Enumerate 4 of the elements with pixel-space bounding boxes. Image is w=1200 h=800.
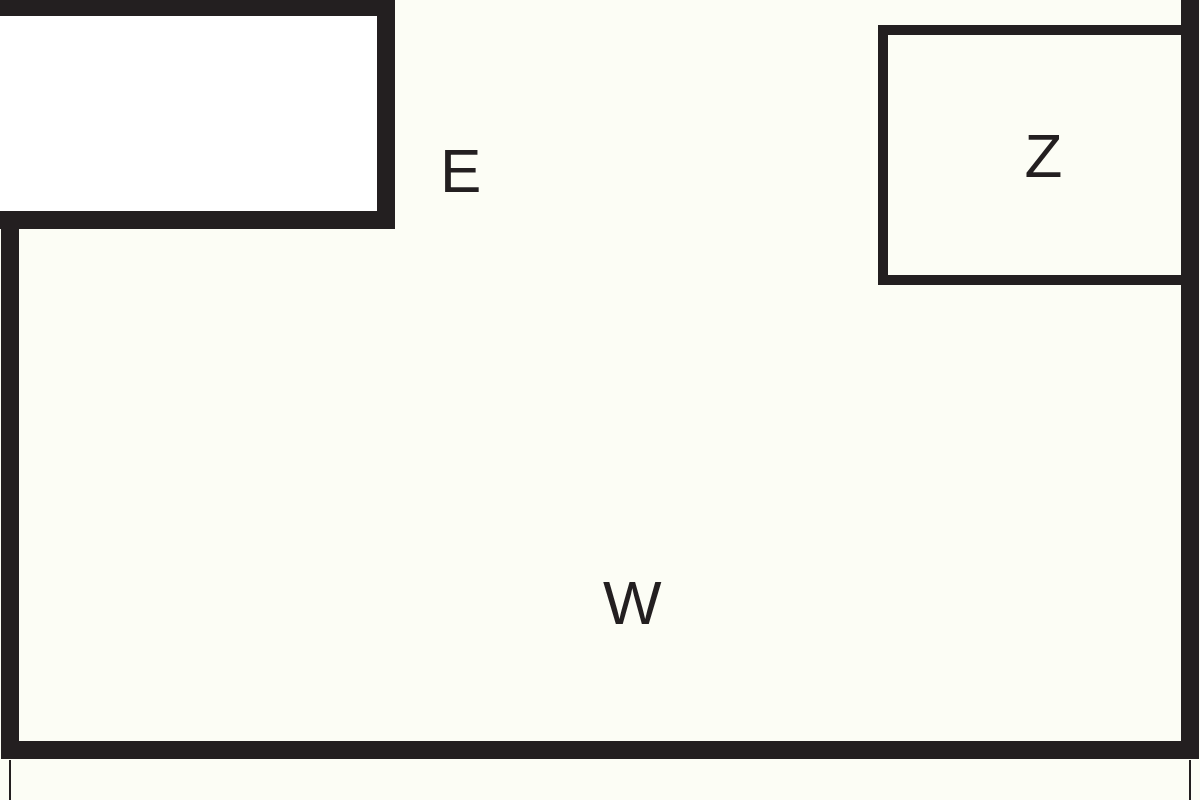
room-label: W xyxy=(603,572,662,634)
room-box xyxy=(0,0,395,229)
room-label: Z xyxy=(1024,119,1063,191)
room-label: E xyxy=(440,140,482,202)
